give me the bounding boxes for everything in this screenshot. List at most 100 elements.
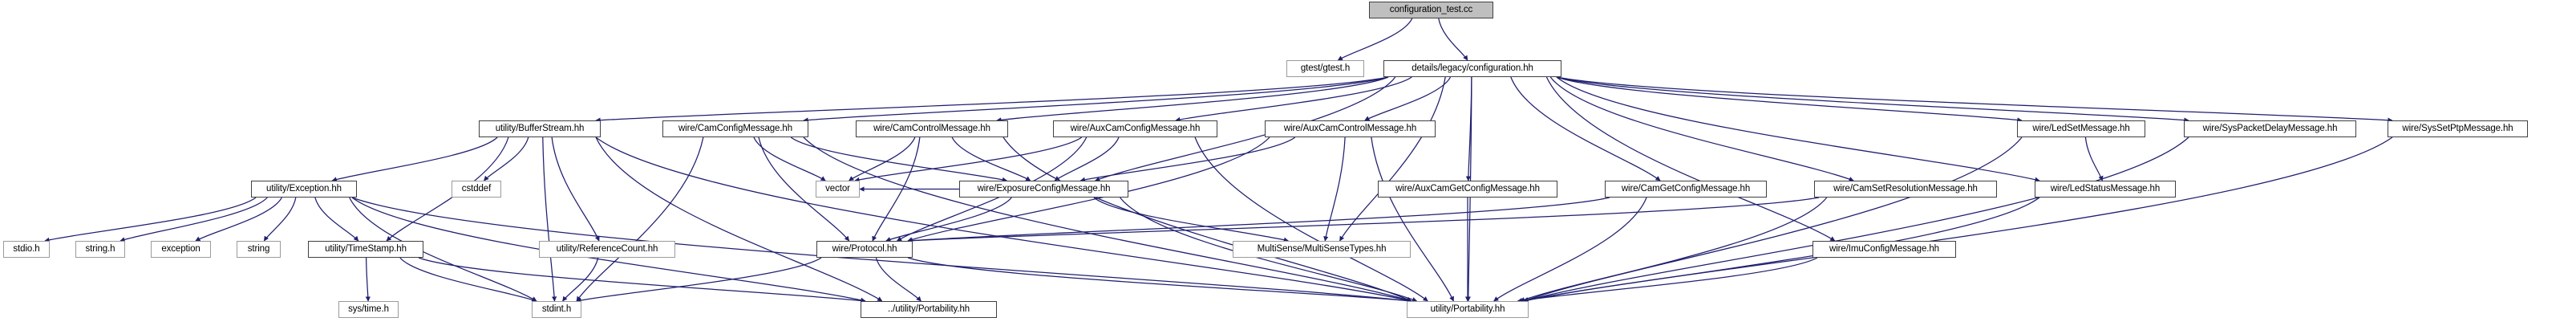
graph-edge-auxcamcontrol-to-exposure [1079,136,1296,182]
graph-node-syspacket[interactable]: wire/SysPacketDelayMessage.hh [2184,120,2356,137]
graph-edge-exception-to-exceptionstd [195,197,282,242]
graph-node-camsetres[interactable]: wire/CamSetResolutionMessage.hh [1814,181,1997,198]
graph-node-label: sys/time.h [348,304,389,314]
graph-edge-root-to-gtest [1337,18,1413,61]
graph-edge-bufstream-to-cstddef [484,136,529,181]
graph-node-protocol[interactable]: wire/Protocol.hh [816,241,913,258]
graph-node-ledset[interactable]: wire/LedSetMessage.hh [2017,120,2145,137]
graph-node-imuconfig[interactable]: wire/ImuConfigMessage.hh [1813,241,1956,258]
graph-edge-camconfig-to-exposure [790,136,1007,182]
graph-node-bufstream[interactable]: utility/BufferStream.hh [479,120,601,137]
graph-edge-sysptp-to-portability [1523,136,2393,303]
graph-node-label: details/legacy/configuration.hh [1412,63,1533,73]
graph-node-label: cstddef [461,183,492,194]
graph-node-cstddef[interactable]: cstddef [452,181,501,198]
graph-node-exposure[interactable]: wire/ExposureConfigMessage.hh [959,181,1128,198]
graph-node-label: wire/Protocol.hh [832,243,897,254]
graph-node-gtest[interactable]: gtest/gtest.h [1286,60,1364,77]
graph-node-label: wire/AuxCamConfigMessage.hh [1070,123,1201,133]
graph-edge-exposure-to-protocol [885,197,1012,242]
graph-node-dotportability[interactable]: ../utility/Portability.hh [861,301,997,318]
graph-node-portability[interactable]: utility/Portability.hh [1407,301,1529,318]
graph-edge-bufstream-to-exception [331,136,498,182]
graph-node-ledstatus[interactable]: wire/LedStatusMessage.hh [2035,181,2176,198]
graph-edge-protocol-to-dotportability [875,257,921,302]
graph-edge-camconfig-to-vector [753,136,826,181]
graph-node-label: utility/TimeStamp.hh [325,243,407,254]
graph-node-label: stdio.h [13,243,40,254]
graph-edge-protocol-to-stdint [576,257,822,303]
graph-node-label: wire/CamSetResolutionMessage.hh [1833,183,1978,194]
graph-edge-config-to-camsetres [1549,76,1854,181]
graph-edge-camconfig-to-portability [803,136,1412,303]
graph-node-exception[interactable]: utility/Exception.hh [251,181,357,198]
graph-edge-camcontrol-to-exposure [951,136,1031,181]
graph-node-label: utility/Portability.hh [1430,304,1505,314]
graph-node-label: wire/LedSetMessage.hh [2032,123,2130,133]
graph-node-label: wire/AuxCamGetConfigMessage.hh [1395,183,1540,194]
graph-node-label: utility/Exception.hh [266,183,342,194]
graph-node-sysptp[interactable]: wire/SysSetPtpMessage.hh [2388,120,2528,137]
graph-edge-camcontrol-to-portability [1002,136,1412,302]
graph-node-root[interactable]: configuration_test.cc [1369,2,1493,18]
graph-node-timestamp[interactable]: utility/TimeStamp.hh [308,241,423,258]
graph-node-label: wire/SysSetPtpMessage.hh [2402,123,2513,133]
graph-node-label: stdint.h [541,304,572,314]
graph-node-string[interactable]: string [237,241,281,258]
graph-node-label: wire/LedStatusMessage.hh [2050,183,2161,194]
graph-edge-camcontrol-to-protocol [872,136,921,242]
graph-edge-config-to-sysptp [1556,76,2393,123]
graph-edge-auxcamconfig-to-exposure [1054,136,1120,181]
graph-node-camget[interactable]: wire/CamGetConfigMessage.hh [1605,181,1767,198]
graph-node-label: gtest/gtest.h [1300,63,1351,73]
graph-node-refcount[interactable]: utility/ReferenceCount.hh [539,241,675,258]
graph-edge-protocol-to-portability [907,257,1412,304]
graph-node-camconfig[interactable]: wire/CamConfigMessage.hh [662,120,808,137]
graph-edge-ledset-to-portability [1523,136,2023,303]
graph-node-mstypes[interactable]: MultiSense/MultiSenseTypes.hh [1233,241,1411,258]
graph-edge-config-to-imuconfig [1545,76,1836,242]
graph-edge-exception-to-stringh [119,197,268,242]
graph-node-exceptionstd[interactable]: exception [151,241,211,258]
graph-node-label: string [247,243,270,254]
graph-edge-config-to-camconfig [803,76,1389,123]
graph-node-label: string.h [85,243,115,254]
graph-node-label: exception [161,243,200,254]
graph-edge-ledstatus-to-portability [1523,197,2040,303]
graph-node-label: vector [825,183,850,194]
graph-edge-config-to-ledset [1556,76,2023,123]
graph-edge-config-to-bufstream [595,76,1389,123]
graph-edge-config-to-mstypes [1339,76,1446,242]
graph-node-auxcamget[interactable]: wire/AuxCamGetConfigMessage.hh [1378,181,1557,198]
graph-node-auxcamconfig[interactable]: wire/AuxCamConfigMessage.hh [1053,120,1217,137]
graph-node-stringh[interactable]: string.h [75,241,125,258]
graph-node-label: ../utility/Portability.hh [887,304,970,314]
graph-edge-bufstream-to-portability [595,136,1412,303]
graph-node-camcontrol[interactable]: wire/CamControlMessage.hh [856,120,1008,137]
graph-node-label: utility/BufferStream.hh [495,123,585,133]
graph-edge-timestamp-to-stdint [399,257,537,303]
graph-edge-auxcamconfig-to-vector [854,136,1083,182]
graph-edge-timestamp-to-systime [365,257,371,302]
graph-edge-auxcamcontrol-to-mstypes [1323,136,1346,242]
graph-node-label: wire/CamControlMessage.hh [873,123,990,133]
graph-node-systime[interactable]: sys/time.h [338,301,399,318]
graph-edge-camget-to-portability [1493,197,1647,302]
graph-node-stdint[interactable]: stdint.h [532,301,581,318]
graph-node-config[interactable]: details/legacy/configuration.hh [1383,60,1561,77]
graph-edge-bufstream-to-refcount [551,136,600,242]
graph-node-auxcamcontrol[interactable]: wire/AuxCamControlMessage.hh [1265,120,1436,137]
graph-edge-exception-to-stdio [44,197,257,242]
graph-edge-ledset-to-ledstatus [2084,136,2104,181]
graph-node-stdio[interactable]: stdio.h [3,241,50,258]
graph-edge-bufstream-to-stdint [542,136,557,302]
graph-edge-imuconfig-to-portability [1517,257,1818,304]
graph-node-label: wire/CamGetConfigMessage.hh [1621,183,1751,194]
graph-edge-config-to-camcontrol [996,76,1389,123]
graph-edge-camcontrol-to-vector [849,136,916,181]
graph-node-label: configuration_test.cc [1389,4,1473,14]
graph-node-vector[interactable]: vector [816,181,860,198]
graph-edge-timestamp-to-dotportability [418,257,866,304]
